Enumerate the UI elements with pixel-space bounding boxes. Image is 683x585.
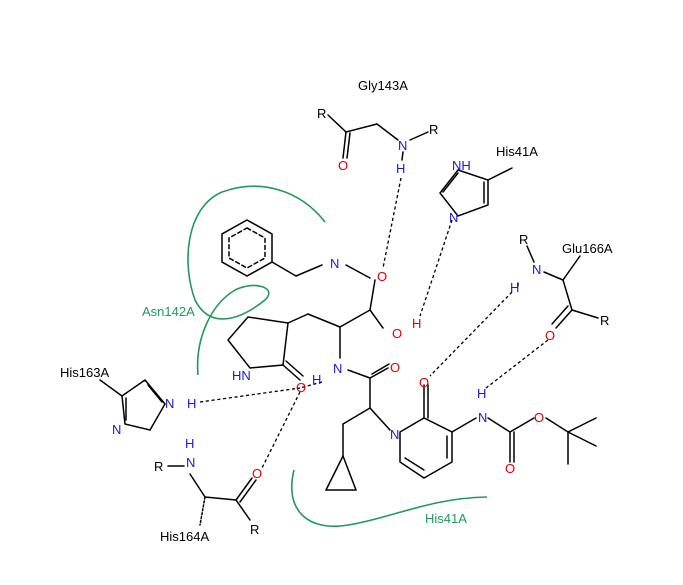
benzyl-ring — [221, 219, 371, 279]
atom-o-ester: O — [534, 410, 544, 425]
cyclopropyl — [325, 455, 357, 491]
label-gly143: Gly143A — [358, 78, 408, 93]
atom-h-his164: H — [185, 436, 194, 451]
atom-nh-his41: NH — [452, 158, 471, 173]
atom-h-hydroxyl: H — [412, 316, 421, 331]
his164-fragment — [167, 465, 257, 526]
atom-r-glu-right: R — [600, 313, 609, 328]
atom-o-his164: O — [252, 466, 262, 481]
his41-top-imidazole — [439, 167, 513, 217]
atom-h-gly: H — [396, 161, 405, 176]
atom-o-carbamate: O — [505, 461, 515, 476]
atom-n-amide-benzyl: N — [330, 256, 339, 271]
atom-o-hydroxyl: O — [392, 326, 402, 341]
label-his163: His163A — [60, 365, 109, 380]
atom-r-his164-left: R — [154, 459, 163, 474]
atom-n-his163-lower: N — [112, 422, 121, 437]
his163-imidazole — [99, 378, 166, 431]
atom-n-his163-upper: N — [165, 396, 174, 411]
glu166-fragment — [517, 245, 599, 329]
hydrogen-bonds — [199, 177, 549, 469]
label-his41-bottom: His41A — [425, 511, 467, 526]
atom-o-carbonyl-upper: O — [377, 269, 387, 284]
atom-n-carbamate: N — [478, 410, 487, 425]
label-asn142: Asn142A — [142, 304, 195, 319]
pyrrolidinone-ring — [227, 316, 304, 381]
gly143-fragment — [327, 114, 429, 161]
atom-h-backbone: H — [312, 372, 321, 387]
atom-r-glu-top: R — [519, 232, 528, 247]
atom-r-his164-bottom: R — [250, 522, 259, 537]
atom-n-glu: N — [532, 262, 541, 277]
label-his41-top: His41A — [496, 144, 538, 159]
atom-n-pyridinone: N — [390, 427, 399, 442]
atom-o-pyridinone: O — [419, 375, 429, 390]
atom-r-gly-left: R — [317, 106, 326, 121]
pyridinone-ring — [399, 384, 477, 479]
atom-o-carbonyl-mid: O — [390, 360, 400, 375]
contact-arc-asn142 — [187, 185, 326, 376]
contact-arc-his41-bottom — [291, 469, 488, 527]
atom-hn-lactam: HN — [232, 368, 251, 383]
atom-n-gly: N — [398, 138, 407, 153]
boc-group — [487, 417, 597, 465]
atom-n-his41: N — [449, 210, 458, 225]
atom-h-his163: H — [187, 396, 196, 411]
atom-n-his164: N — [186, 455, 195, 470]
label-his164: His164A — [160, 529, 209, 544]
atom-o-gly: O — [338, 158, 348, 173]
atom-h-glu: H — [510, 280, 519, 295]
atom-h-carbamate: H — [477, 386, 486, 401]
atom-n-backbone: N — [333, 361, 342, 376]
label-glu166: Glu166A — [562, 241, 613, 256]
atom-o-glu: O — [545, 328, 555, 343]
atom-o-lactam: O — [296, 380, 306, 395]
backbone — [287, 279, 391, 457]
atom-r-gly-right: R — [429, 122, 438, 137]
